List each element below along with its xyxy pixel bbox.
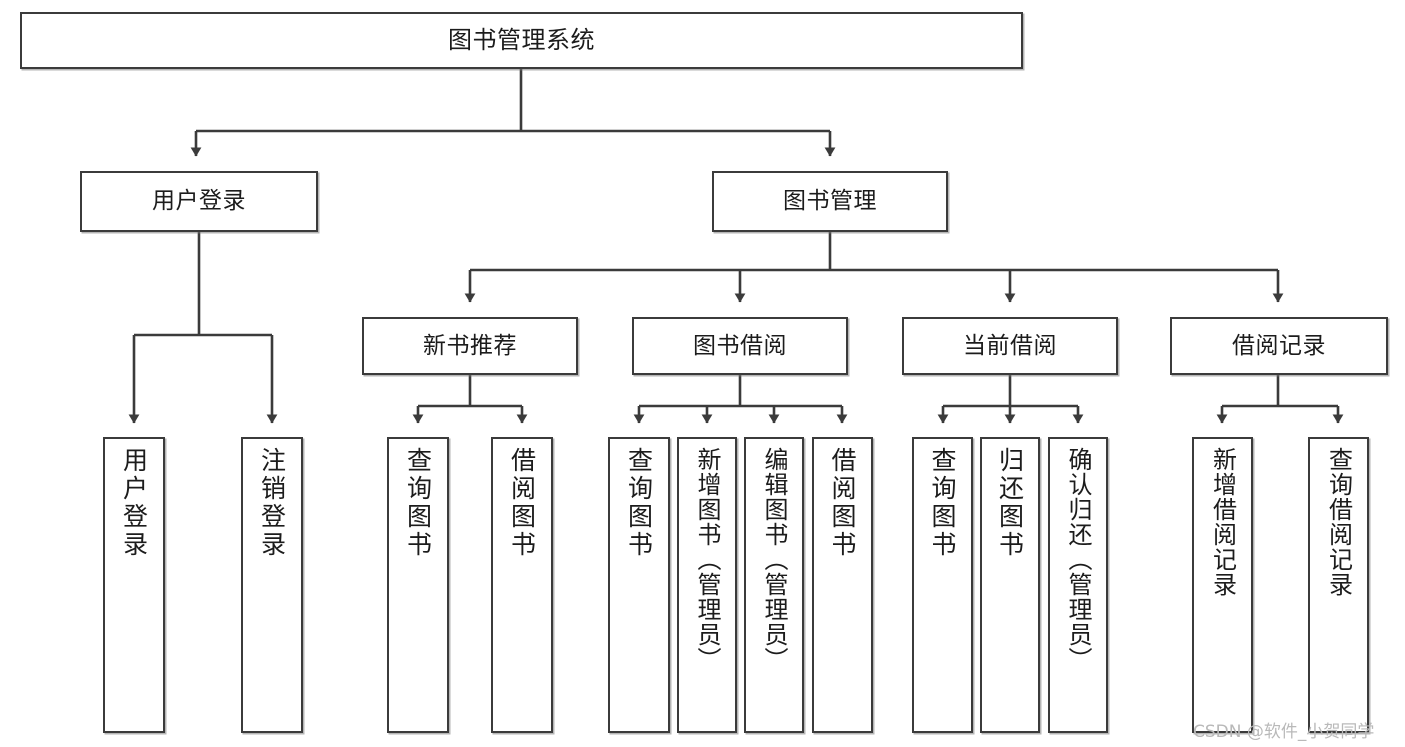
leaf-add-book[interactable]: 新增图书（管理员） (677, 437, 737, 733)
node-book-manage[interactable]: 图书管理 (712, 171, 948, 232)
node-label: 新书推荐 (423, 332, 517, 359)
node-label: 新增借阅记录 (1208, 447, 1237, 597)
leaf-query-book-2[interactable]: 查询图书 (608, 437, 670, 733)
node-new-book-recommend[interactable]: 新书推荐 (362, 317, 578, 375)
node-label: 用户登录 (119, 447, 149, 559)
node-label: 确认归还（管理员） (1064, 447, 1092, 672)
node-label: 归还图书 (995, 447, 1025, 559)
node-label: 借阅图书 (828, 447, 857, 559)
node-label: 用户登录 (152, 188, 246, 215)
node-label: 注销登录 (257, 447, 287, 559)
node-label: 借阅记录 (1232, 332, 1326, 359)
node-label: 查询借阅记录 (1324, 447, 1353, 597)
node-root-system[interactable]: 图书管理系统 (20, 12, 1023, 69)
node-label: 图书管理 (783, 188, 877, 215)
node-current-borrow[interactable]: 当前借阅 (902, 317, 1118, 375)
leaf-user-login[interactable]: 用户登录 (103, 437, 165, 733)
leaf-add-record[interactable]: 新增借阅记录 (1192, 437, 1253, 733)
csdn-watermark: CSDN @软件_小贺同学 (1193, 722, 1375, 742)
node-label: 查询图书 (403, 447, 433, 559)
node-label: 当前借阅 (963, 332, 1057, 359)
leaf-user-logout[interactable]: 注销登录 (241, 437, 303, 733)
node-user-login[interactable]: 用户登录 (80, 171, 318, 232)
node-borrow-record[interactable]: 借阅记录 (1170, 317, 1388, 375)
node-label: 图书借阅 (693, 332, 787, 359)
leaf-confirm-return[interactable]: 确认归还（管理员） (1048, 437, 1108, 733)
node-label: 编辑图书（管理员） (760, 447, 788, 672)
node-label: 查询图书 (928, 447, 957, 559)
node-label: 图书管理系统 (448, 25, 595, 54)
node-label: 借阅图书 (507, 447, 537, 559)
node-label: 新增图书（管理员） (693, 447, 721, 672)
node-book-borrow[interactable]: 图书借阅 (632, 317, 848, 375)
node-label: 查询图书 (624, 447, 654, 559)
leaf-query-book-3[interactable]: 查询图书 (912, 437, 973, 733)
leaf-edit-book[interactable]: 编辑图书（管理员） (744, 437, 804, 733)
leaf-return-book[interactable]: 归还图书 (980, 437, 1040, 733)
leaf-query-record[interactable]: 查询借阅记录 (1308, 437, 1369, 733)
leaf-borrow-book-2[interactable]: 借阅图书 (812, 437, 873, 733)
leaf-borrow-book-1[interactable]: 借阅图书 (491, 437, 553, 733)
leaf-query-book-1[interactable]: 查询图书 (387, 437, 449, 733)
